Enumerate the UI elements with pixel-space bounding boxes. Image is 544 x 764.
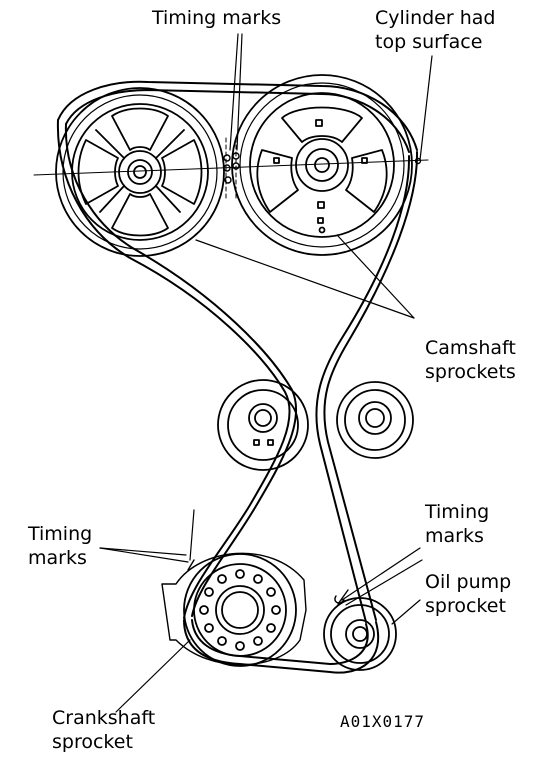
- cam-centerline: [33, 137, 429, 201]
- camshaft-label-line2: sprockets: [425, 361, 516, 383]
- timing-belt: [56, 80, 419, 674]
- leader-lines: [99, 33, 433, 713]
- figure-code: A01X0177: [340, 712, 426, 731]
- left-camshaft-sprocket: [55, 87, 225, 257]
- crankshaft-label-line1: Crankshaft: [52, 707, 156, 729]
- timing-marks-right-label-line1: Timing: [425, 501, 490, 523]
- cylinder-head-label-line2: top surface: [375, 31, 483, 53]
- cam-timing-mark-cluster: [223, 152, 422, 184]
- oil-pump-sprocket: [323, 589, 397, 671]
- timing-marks-left-label-line1: Timing: [28, 523, 93, 545]
- oil-pump-label-line2: sprocket: [425, 595, 506, 617]
- oil-pump-label-line1: Oil pump: [425, 571, 512, 593]
- right-camshaft-sprocket: [231, 74, 413, 256]
- camshaft-label-line1: Camshaft: [425, 337, 516, 359]
- cylinder-head-label-line1: Cylinder had: [375, 7, 496, 29]
- crankshaft-label-line2: sprocket: [52, 731, 133, 753]
- left-idler-pulley: [217, 379, 309, 471]
- timing-marks-top-label: Timing marks: [152, 7, 282, 29]
- timing-marks-right-label-line2: marks: [425, 525, 484, 547]
- right-idler-pulley: [336, 381, 414, 459]
- timing-marks-left-label-line2: marks: [28, 547, 87, 569]
- crankshaft-sprocket: [161, 509, 307, 667]
